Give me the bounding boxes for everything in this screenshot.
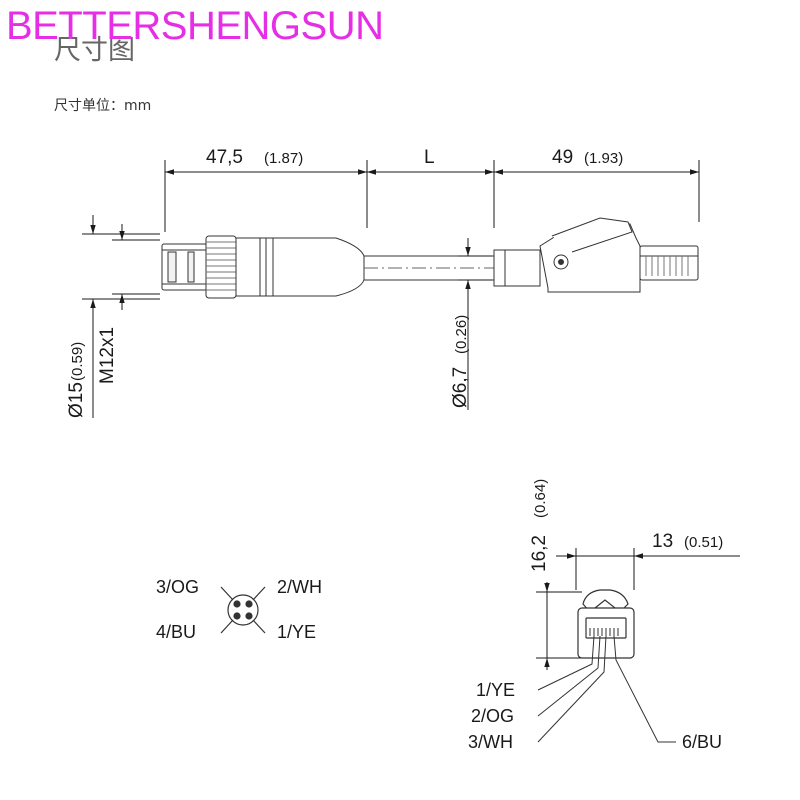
m12-pin-3-label: 3/OG	[156, 577, 199, 597]
cable-diameter-value: Ø6,7	[450, 367, 471, 408]
rj45-height-inch: (0.64)	[532, 479, 549, 518]
rj45-width-value: 13	[652, 531, 673, 552]
m12-pin-1-label: 1/YE	[277, 622, 316, 642]
rj45-plug-front	[577, 589, 635, 659]
length-dimensions	[164, 160, 700, 232]
thread-value: M12x1	[97, 327, 118, 384]
m12-pin-face	[220, 586, 266, 634]
m12-diameter-value: Ø15	[66, 382, 87, 418]
watermark-text: BETTERSHENGSUN	[6, 4, 384, 48]
cable-length-value: L	[424, 147, 435, 168]
m12-pin-2-label: 2/WH	[277, 577, 322, 597]
m12-length-value: 47,5	[206, 147, 243, 168]
rj45-length-inch: (1.93)	[584, 150, 623, 167]
rj45-length-value: 49	[552, 147, 573, 168]
m12-diameter-inch: (0.59)	[69, 342, 86, 381]
rj45-pin-3-label: 3/WH	[468, 732, 513, 752]
m12-diameter-dimension	[82, 215, 160, 418]
rj45-front-dimensions	[536, 548, 740, 670]
rj45-pin-6-label: 6/BU	[682, 732, 722, 752]
unit-label: 尺寸单位：mm	[54, 98, 152, 114]
rj45-height-value: 16,2	[529, 535, 550, 572]
page-title: 尺寸图	[54, 35, 135, 66]
m12-connector	[161, 235, 365, 299]
cable	[364, 255, 494, 281]
rj45-pin-leaders	[537, 635, 676, 743]
rj45-pin-1-label: 1/YE	[476, 680, 515, 700]
cable-diameter-inch: (0.26)	[453, 315, 470, 354]
m12-length-inch: (1.87)	[264, 150, 303, 167]
rj45-width-inch: (0.51)	[684, 534, 723, 551]
cable-diameter-dimension	[458, 238, 492, 410]
rj45-pin-2-label: 2/OG	[471, 706, 514, 726]
rj45-plug-side	[493, 217, 699, 293]
m12-pin-4-label: 4/BU	[156, 622, 196, 642]
